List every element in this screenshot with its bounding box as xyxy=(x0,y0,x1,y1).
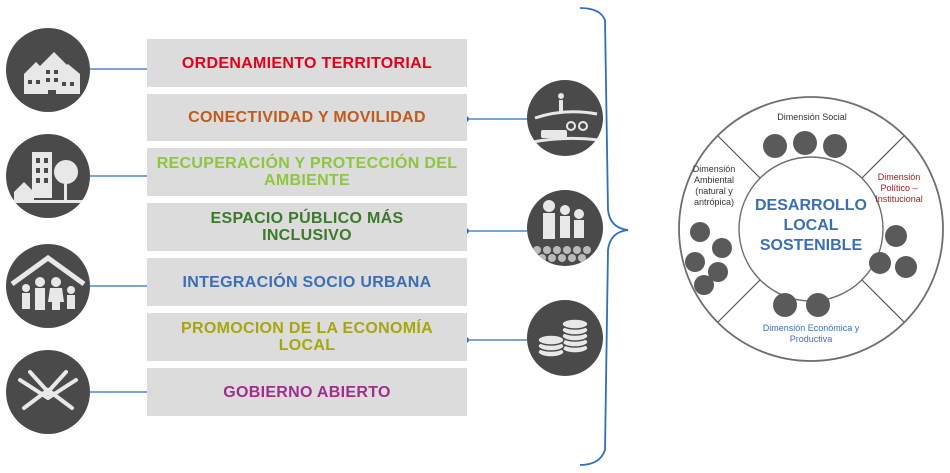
economic-icon-2 xyxy=(806,293,830,317)
joined-hands-icon xyxy=(6,350,90,434)
wheel-divider-se xyxy=(861,279,905,323)
bar-label: CONECTIVIDAD Y MOVILIDAD xyxy=(188,109,426,126)
wheel-social-label: Dimensión Social xyxy=(777,112,847,122)
bar-label: ORDENAMIENTO TERRITORIAL xyxy=(181,54,433,72)
wheel-center-label: DESARROLLO LOCAL SOSTENIBLE xyxy=(755,197,867,254)
bar-label: ESPACIO PÚBLICO MÁS INCLUSIVO xyxy=(210,210,404,244)
bar-conectividad: CONECTIVIDAD Y MOVILIDAD xyxy=(147,94,467,141)
environment-icon-4 xyxy=(708,262,728,282)
political-icon-1 xyxy=(885,225,907,247)
bar-recuperacion: RECUPERACIÓN Y PROTECCIÓN DEL AMBIENTE xyxy=(147,148,467,196)
wheel-economica-label: Dimensión Económica y Productiva xyxy=(762,323,860,344)
political-icon-3 xyxy=(895,256,917,278)
environment-icon-1 xyxy=(690,222,710,242)
bar-label: PROMOCION DE LA ECONOMÍA LOCAL xyxy=(181,320,433,354)
wheel-divider-ne xyxy=(861,135,905,179)
economic-icon-1 xyxy=(773,293,797,317)
environment-icon-5 xyxy=(694,275,714,295)
environment-icon-3 xyxy=(685,252,705,272)
brace xyxy=(579,7,629,466)
coins-icon xyxy=(527,300,603,376)
walker-bicycle-train-icon xyxy=(527,80,603,156)
social-icon-1 xyxy=(763,134,787,158)
wheel-politico-label: Dimensión Político – Institucional xyxy=(875,172,923,204)
bar-ordenamiento: ORDENAMIENTO TERRITORIAL xyxy=(147,39,467,87)
bar-promocion: PROMOCION DE LA ECONOMÍA LOCAL xyxy=(147,313,467,361)
wheel-ambiental-label: Dimensión Ambiental (natural y antrópica… xyxy=(692,164,736,207)
family-home-icon xyxy=(6,244,90,328)
people-crowd-icon xyxy=(527,190,603,266)
social-icon-3 xyxy=(823,134,847,158)
bar-espacio-publico: ESPACIO PÚBLICO MÁS INCLUSIVO xyxy=(147,203,467,251)
houses-icon xyxy=(6,28,90,112)
bar-label: GOBIERNO ABIERTO xyxy=(223,383,391,401)
bar-label: RECUPERACIÓN Y PROTECCIÓN DEL AMBIENTE xyxy=(156,155,458,189)
bar-gobierno: GOBIERNO ABIERTO xyxy=(147,368,467,416)
bar-integracion: INTEGRACIÓN SOCIO URBANA xyxy=(147,258,467,306)
city-park-icon xyxy=(6,134,90,218)
bar-label: INTEGRACIÓN SOCIO URBANA xyxy=(182,273,432,291)
political-icon-2 xyxy=(869,252,891,274)
wheel-divider-sw xyxy=(717,279,761,323)
wheel-divider-nw xyxy=(717,135,761,179)
environment-icon-2 xyxy=(712,238,732,258)
social-icon-2 xyxy=(793,131,817,155)
